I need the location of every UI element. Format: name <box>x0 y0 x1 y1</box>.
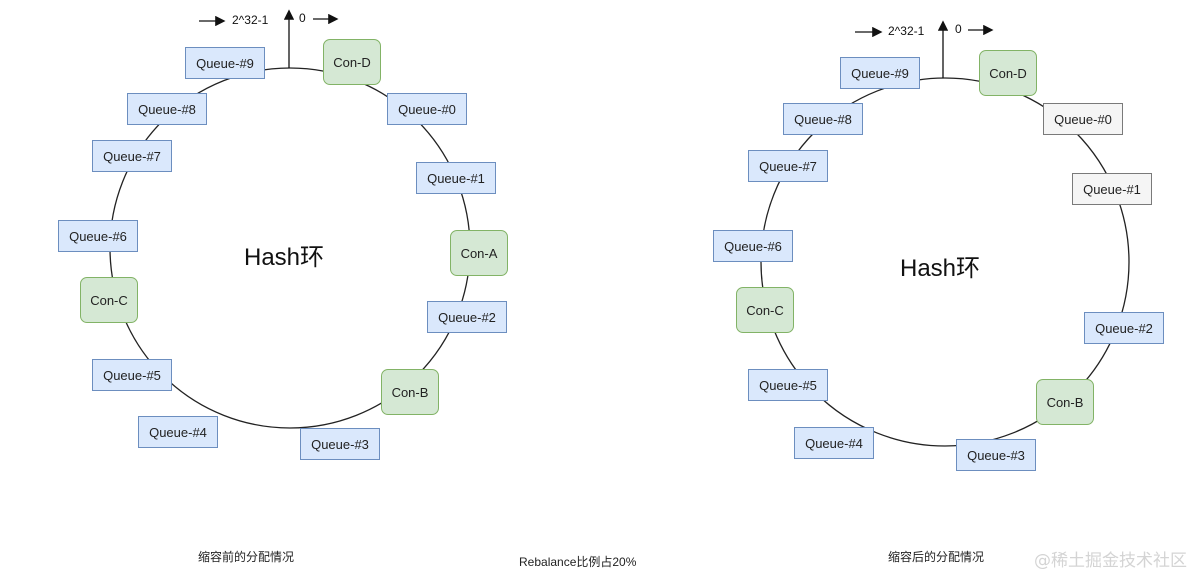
node-consumer-b-before: Con-B <box>381 369 439 415</box>
hash-ring-after <box>760 77 1130 447</box>
caption-after: 缩容后的分配情况 <box>888 550 985 564</box>
node-consumer-b-after: Con-B <box>1036 379 1094 425</box>
node-queue-7-before: Queue-#7 <box>92 140 172 172</box>
node-queue-1-before: Queue-#1 <box>416 162 496 194</box>
node-queue-2-before: Queue-#2 <box>427 301 507 333</box>
node-queue-4-after: Queue-#4 <box>794 427 874 459</box>
axis-zero-label-before: 0 <box>299 11 306 25</box>
node-queue-1-after-removed: Queue-#1 <box>1072 173 1152 205</box>
node-consumer-d-after: Con-D <box>979 50 1037 96</box>
node-queue-2-after: Queue-#2 <box>1084 312 1164 344</box>
rebalance-note: Rebalance比例占20% <box>519 555 637 569</box>
watermark: @稀土掘金技术社区 <box>1034 551 1187 571</box>
node-consumer-c-before: Con-C <box>80 277 138 323</box>
node-queue-3-after: Queue-#3 <box>956 439 1036 471</box>
axis-max-label-after: 2^32-1 <box>888 24 925 38</box>
node-queue-4-before: Queue-#4 <box>138 416 218 448</box>
node-queue-8-after: Queue-#8 <box>783 103 863 135</box>
node-queue-0-before: Queue-#0 <box>387 93 467 125</box>
node-queue-0-after-removed: Queue-#0 <box>1043 103 1123 135</box>
node-queue-6-before: Queue-#6 <box>58 220 138 252</box>
node-queue-9-after: Queue-#9 <box>840 57 920 89</box>
caption-before: 缩容前的分配情况 <box>198 550 295 564</box>
node-queue-8-before: Queue-#8 <box>127 93 207 125</box>
axis-max-label-before: 2^32-1 <box>232 13 269 27</box>
ring-title-after: Hash环 <box>900 255 981 282</box>
node-queue-5-before: Queue-#5 <box>92 359 172 391</box>
node-consumer-d-before: Con-D <box>323 39 381 85</box>
node-queue-3-before: Queue-#3 <box>300 428 380 460</box>
node-consumer-a-before: Con-A <box>450 230 508 276</box>
ring-title-before: Hash环 <box>244 244 325 271</box>
node-queue-5-after: Queue-#5 <box>748 369 828 401</box>
axis-zero-label-after: 0 <box>955 22 962 36</box>
node-queue-7-after: Queue-#7 <box>748 150 828 182</box>
node-queue-9-before: Queue-#9 <box>185 47 265 79</box>
node-consumer-c-after: Con-C <box>736 287 794 333</box>
node-queue-6-after: Queue-#6 <box>713 230 793 262</box>
